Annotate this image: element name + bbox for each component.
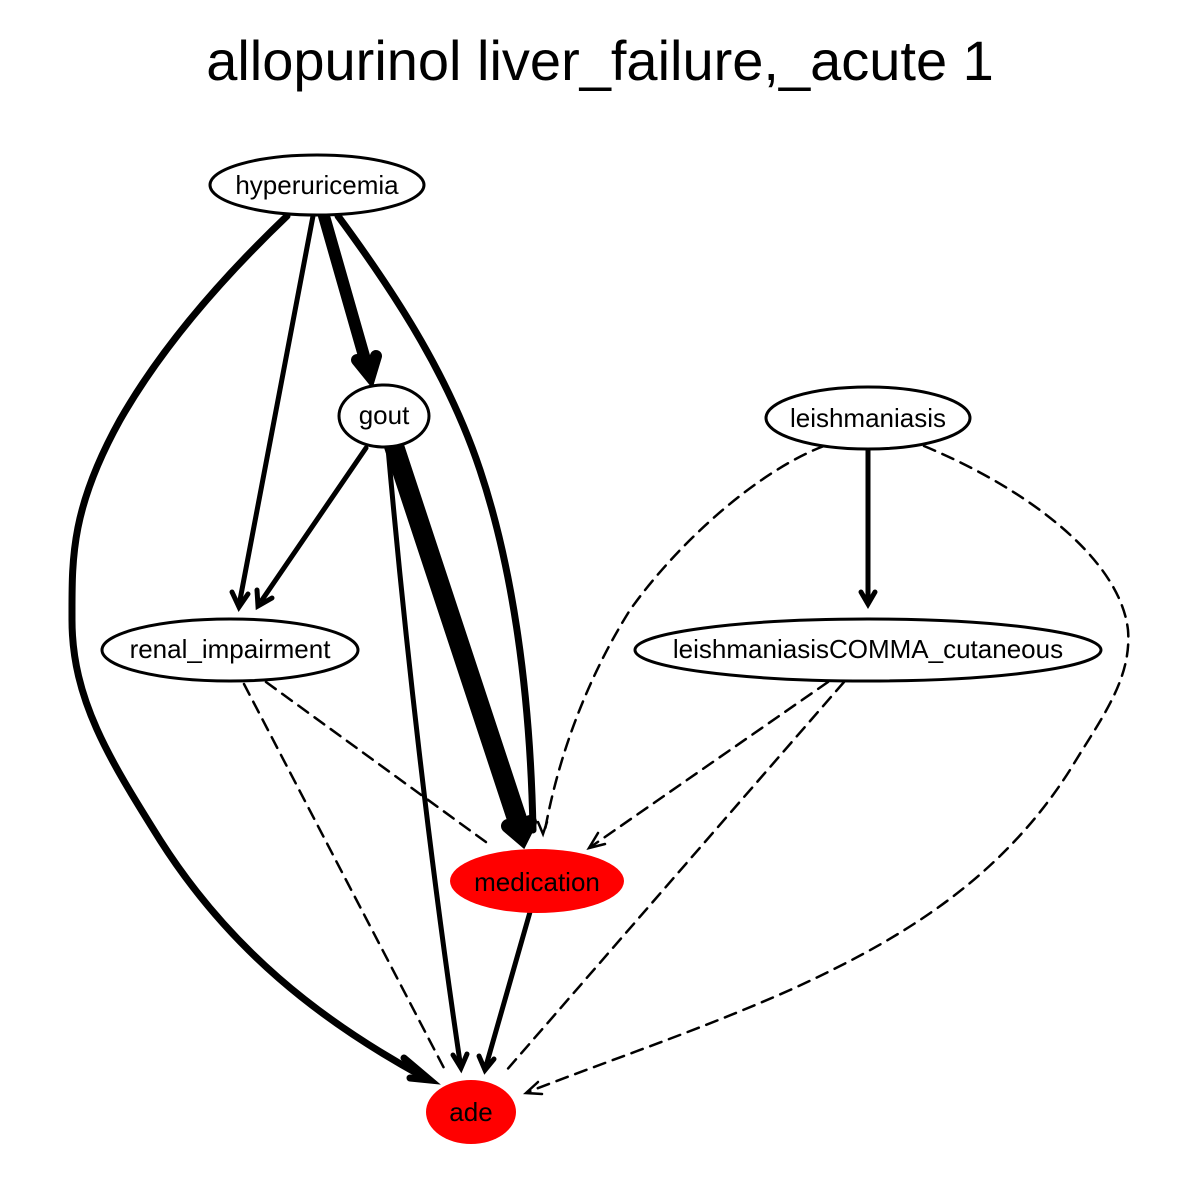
edge-leishmaniasis-cutaneous-to-medication-arrowhead — [586, 831, 607, 850]
edge-hyperuricemia-to-ade-arrowhead — [400, 1054, 441, 1085]
node-leishmaniasis-cutaneous-shape — [633, 617, 1103, 683]
node-leishmaniasis-shape — [764, 385, 972, 451]
node-medication-shape — [450, 849, 624, 913]
edge-leishmaniasis-to-leishmaniasis-cutaneous-arrowhead — [858, 589, 878, 609]
node-renal-impairment[interactable]: renal_impairment — [100, 617, 360, 683]
edge-medication-to-ade-arrowhead — [476, 1053, 497, 1075]
node-renal-impairment-label: renal_impairment — [130, 634, 332, 664]
edge-gout-to-medication — [384, 436, 530, 838]
edge-gout-to-ade — [385, 445, 463, 1065]
node-gout[interactable]: gout — [337, 383, 431, 449]
node-ade-shape — [426, 1080, 516, 1144]
edge-leishmaniasis-to-ade-arrowhead — [522, 1080, 544, 1096]
edge-leishmaniasis-to-medication — [543, 444, 826, 832]
edge-leishmaniasis-cutaneous-to-ade — [503, 680, 846, 1074]
edge-gout-to-renal-impairment-arrowhead — [254, 587, 275, 611]
node-hyperuricemia-shape — [208, 153, 426, 217]
edge-leishmaniasis-to-ade — [526, 444, 1130, 1094]
edge-leishmaniasis-cutaneous-to-medication — [590, 680, 830, 848]
node-renal-impairment-shape — [100, 617, 360, 683]
node-leishmaniasis-cutaneous[interactable]: leishmaniasisCOMMA_cutaneous — [633, 617, 1103, 683]
edge-gout-to-medication-arrowhead — [501, 815, 537, 850]
edge-renal-impairment-to-ade — [242, 682, 447, 1072]
nodes-layer: hyperuricemia gout leishmaniasis renal_i… — [100, 153, 1103, 1144]
edge-hyperuricemia-to-gout — [318, 210, 374, 376]
node-gout-shape — [337, 383, 431, 449]
node-hyperuricemia-label: hyperuricemia — [235, 170, 399, 200]
edge-leishmaniasis-to-medication-arrowhead — [536, 820, 549, 838]
node-ade[interactable]: ade — [426, 1080, 516, 1144]
node-leishmaniasis-cutaneous-label: leishmaniasisCOMMA_cutaneous — [673, 634, 1063, 664]
edges-layer — [68, 210, 1130, 1096]
node-leishmaniasis-label: leishmaniasis — [790, 403, 946, 433]
edge-renal-impairment-to-medication — [264, 680, 492, 847]
diagram-title: allopurinol liver_failure,_acute 1 — [206, 29, 994, 92]
node-gout-label: gout — [359, 400, 410, 430]
edge-medication-to-ade — [483, 909, 533, 1069]
edge-hyperuricemia-to-medication — [334, 212, 537, 834]
edge-hyperuricemia-to-ade — [68, 212, 424, 1079]
edge-gout-to-ade-arrowhead — [450, 1051, 470, 1074]
edge-hyperuricemia-to-renal-impairment — [237, 213, 316, 603]
node-medication[interactable]: medication — [450, 849, 624, 913]
edge-hyperuricemia-to-renal-impairment-arrowhead — [229, 589, 251, 613]
edge-hyperuricemia-to-gout-arrowhead — [351, 350, 382, 389]
node-ade-label: ade — [449, 1097, 492, 1127]
node-leishmaniasis[interactable]: leishmaniasis — [764, 385, 972, 451]
edge-gout-to-renal-impairment — [259, 445, 369, 603]
node-hyperuricemia[interactable]: hyperuricemia — [208, 153, 426, 217]
node-medication-label: medication — [474, 867, 600, 897]
